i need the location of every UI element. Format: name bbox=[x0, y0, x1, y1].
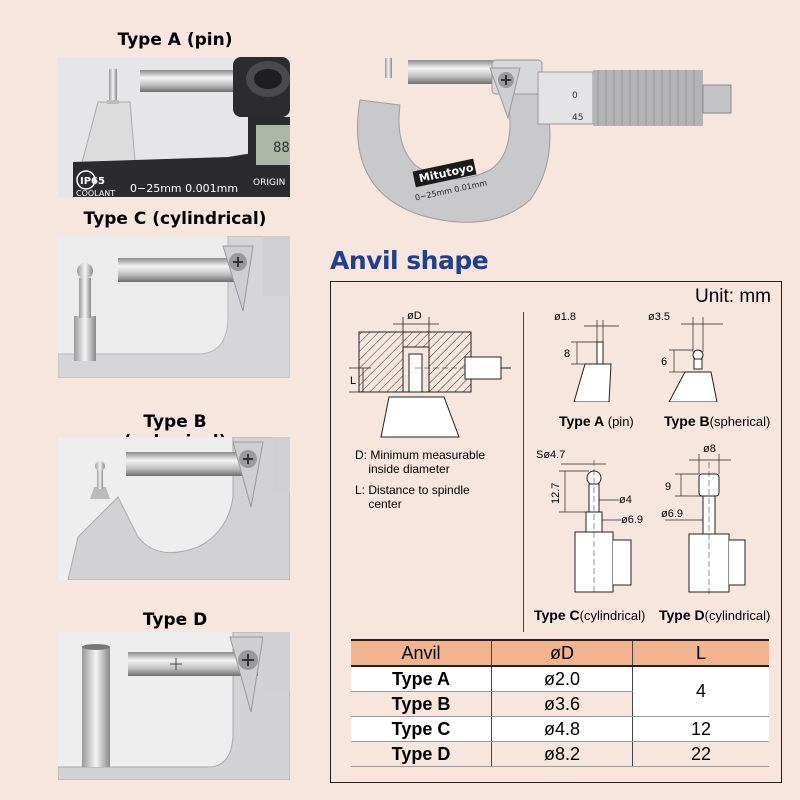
type-d-dim-len: 9 bbox=[665, 481, 671, 493]
anvil-type-c-diagram: Sø4.7 12.7 ø4 ø6.9 bbox=[531, 440, 661, 600]
measurement-diagram: øD L bbox=[349, 302, 519, 442]
type-a-photo-title: Type A (pin) bbox=[117, 30, 233, 50]
scale-mark-0: 0 bbox=[572, 91, 578, 101]
type-a-dim-len: 8 bbox=[564, 348, 570, 360]
anvil-spec-table: Anvil øD L Type A ø2.0 4 Type B ø3.6 Typ… bbox=[351, 639, 769, 767]
anvil-type-a-diagram: ø1.8 8 bbox=[539, 302, 629, 403]
table-row: Type C ø4.8 12 bbox=[351, 716, 769, 742]
type-c-caption-paren: (cylindrical) bbox=[579, 608, 646, 623]
table-row: Type B ø3.6 bbox=[351, 691, 769, 717]
type-d-dim-base: ø6.9 bbox=[661, 508, 683, 520]
svg-text:88: 88 bbox=[273, 140, 290, 156]
od-label: øD bbox=[407, 310, 422, 322]
row-od: ø4.8 bbox=[491, 716, 633, 742]
type-b-micrometer-image bbox=[58, 437, 290, 580]
type-d-micrometer-image bbox=[58, 632, 290, 780]
anvil-shape-frame: Unit: mm øD L D: Minimum bbox=[330, 281, 782, 783]
anvil-type-b-diagram: ø3.5 6 bbox=[641, 302, 751, 403]
row-l: 12 bbox=[632, 716, 769, 742]
type-b-caption: Type B(spherical) bbox=[664, 413, 770, 429]
unit-label: Unit: mm bbox=[695, 286, 771, 307]
ip-rating-text: IP65 bbox=[80, 176, 105, 187]
row-anvil: Type A bbox=[351, 666, 492, 692]
table-row: Type D ø8.2 22 bbox=[351, 741, 769, 767]
row-od: ø2.0 bbox=[491, 666, 633, 692]
type-a-photo: 88 IP65 COOLANT 0−25mm 0.001mm ORIGIN bbox=[58, 57, 290, 197]
hero-micrometer: 0 45 Mitutoyo 0−25mm 0.01mm bbox=[340, 40, 760, 240]
type-d-caption-bold: Type D bbox=[659, 607, 705, 623]
type-b-caption-paren: (spherical) bbox=[709, 414, 771, 429]
header-anvil: Anvil bbox=[351, 639, 492, 667]
type-c-dim-shaft: ø4 bbox=[619, 494, 632, 506]
type-c-photo-title: Type C (cylindrical) bbox=[83, 209, 267, 229]
scale-mark-45: 45 bbox=[572, 113, 583, 123]
table-row: Type A ø2.0 4 bbox=[351, 666, 769, 717]
type-c-caption-bold: Type C bbox=[534, 607, 580, 623]
l-description: L: Distance to spindle center bbox=[355, 483, 470, 511]
coolant-text: COOLANT bbox=[76, 189, 115, 197]
type-a-range-text: 0−25mm 0.001mm bbox=[130, 182, 238, 195]
type-b-photo bbox=[58, 437, 290, 580]
type-a-caption: Type A (pin) bbox=[559, 413, 634, 429]
hero-micrometer-image: 0 45 Mitutoyo 0−25mm 0.01mm bbox=[357, 58, 732, 223]
row-l: 22 bbox=[632, 741, 769, 767]
type-b-dim-len: 6 bbox=[661, 356, 667, 368]
type-d-caption: Type D(cylindrical) bbox=[659, 607, 770, 623]
row-od: ø8.2 bbox=[491, 741, 633, 767]
type-a-dim-dia: ø1.8 bbox=[554, 311, 576, 323]
type-c-dim-len: 12.7 bbox=[550, 483, 562, 504]
header-od: øD bbox=[491, 639, 633, 667]
type-c-dim-sph: Sø4.7 bbox=[536, 449, 565, 461]
type-c-photo bbox=[58, 236, 290, 378]
d-description: D: Minimum measurable inside diameter bbox=[355, 448, 486, 476]
type-d-dim-dia: ø8 bbox=[703, 443, 716, 455]
anvil-type-d-diagram: ø8 9 ø6.9 bbox=[653, 432, 773, 597]
row-od: ø3.6 bbox=[491, 691, 633, 717]
row-anvil: Type C bbox=[351, 716, 492, 742]
type-b-dim-dia: ø3.5 bbox=[648, 311, 670, 323]
row-anvil: Type B bbox=[351, 691, 492, 717]
l-label: L bbox=[350, 375, 356, 387]
type-b-caption-bold: Type B bbox=[664, 413, 710, 429]
type-c-micrometer-image bbox=[58, 236, 290, 378]
section-title: Anvil shape bbox=[330, 246, 489, 275]
table-header-row: Anvil øD L bbox=[351, 639, 769, 667]
type-c-dim-base: ø6.9 bbox=[621, 514, 643, 526]
type-a-caption-bold: Type A bbox=[559, 413, 605, 429]
origin-text: ORIGIN bbox=[253, 178, 285, 188]
type-d-photo bbox=[58, 632, 290, 780]
type-a-caption-paren: (pin) bbox=[607, 414, 634, 429]
row-l: 4 bbox=[632, 666, 769, 717]
type-d-caption-paren: (cylindrical) bbox=[704, 608, 771, 623]
type-a-micrometer-image: 88 IP65 COOLANT 0−25mm 0.001mm ORIGIN bbox=[58, 57, 290, 197]
frame-divider bbox=[523, 312, 524, 632]
header-l: L bbox=[632, 639, 769, 667]
type-c-caption: Type C(cylindrical) bbox=[534, 607, 645, 623]
row-anvil: Type D bbox=[351, 741, 492, 767]
